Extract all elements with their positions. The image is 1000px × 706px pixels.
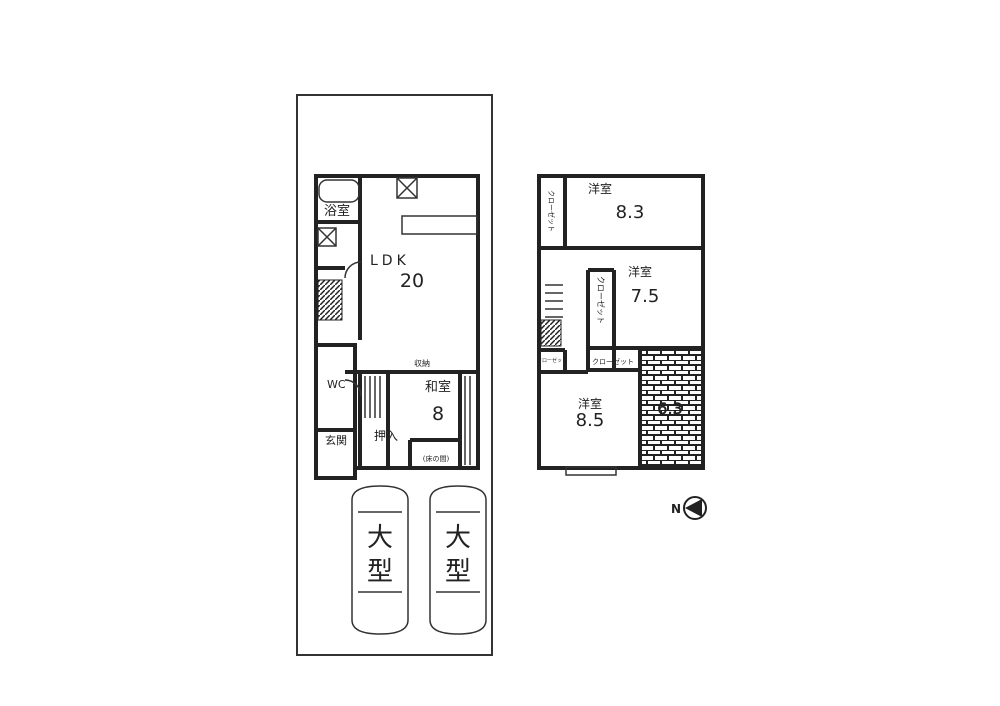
wc-label: WC	[327, 378, 346, 391]
car-2-label-bottom: 型	[445, 557, 471, 587]
balcony-size: 6.3	[657, 399, 682, 418]
compass-label: N	[671, 502, 681, 516]
room3-label: 洋室	[578, 396, 602, 411]
room3-size: 8.5	[576, 410, 605, 431]
balcony	[640, 348, 702, 468]
room1-label: 洋室	[588, 181, 612, 196]
bath-label: 浴室	[324, 203, 350, 219]
oshiire-label: 押入	[374, 429, 398, 443]
room2-size: 7.5	[631, 286, 660, 307]
entrance-label: 玄関	[325, 433, 347, 447]
stair-hatch-2f	[540, 319, 562, 347]
parking-car-1: 大 型	[351, 485, 409, 635]
parking-car-2: 大 型	[429, 485, 487, 635]
site-boundary	[296, 94, 493, 656]
first-floor: 浴室 LDK 20 収納 和室 8 押入 (床の間) WC 玄関	[314, 174, 480, 480]
north-compass: N	[671, 496, 707, 520]
car-1-label-bottom: 型	[367, 557, 393, 587]
closet-small: クローゼット	[537, 357, 567, 364]
washitsu-size: 8	[432, 403, 444, 425]
north-arrow-icon	[685, 499, 702, 517]
tokonoma-label: (床の間)	[423, 454, 450, 463]
storage-label: 収納	[414, 358, 430, 368]
room1-size: 8.3	[616, 202, 645, 223]
car-2-label-top: 大	[445, 523, 471, 553]
room2-label: 洋室	[628, 264, 652, 279]
car-1-label-top: 大	[367, 523, 393, 553]
closet-vertical-1: クローゼット	[547, 190, 556, 232]
closet-label: クローゼット	[592, 357, 634, 366]
kitchen-counter	[401, 215, 478, 235]
second-floor: 洋室 8.3 洋室 7.5 洋室 8.5 6.3 クローゼット クローゼット ク…	[537, 174, 705, 476]
closet-vertical-2: クローゼット	[596, 276, 606, 324]
ldk-label: LDK	[370, 253, 410, 269]
stair-hatch	[317, 279, 343, 321]
washitsu-label: 和室	[425, 379, 451, 395]
bathtub	[318, 179, 360, 203]
ldk-size: 20	[400, 270, 424, 292]
